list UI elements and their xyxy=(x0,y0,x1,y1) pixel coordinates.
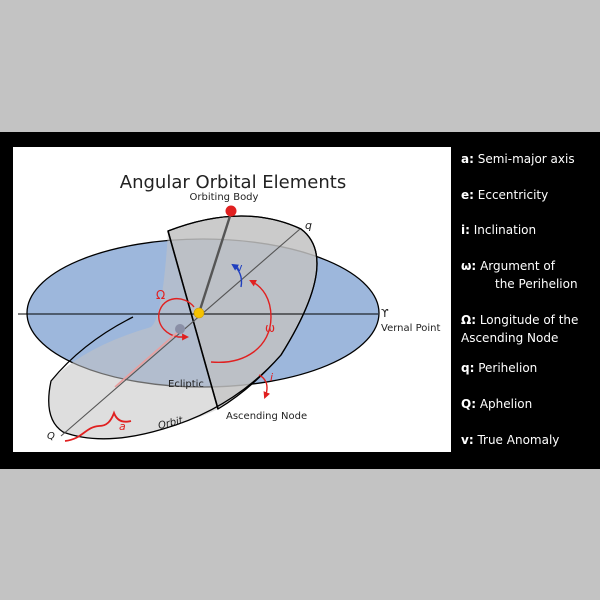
omega-lower-label: ω xyxy=(265,321,275,335)
diagram-panel: Angular Orbital Elements Orbiting Body q… xyxy=(13,147,451,452)
line-of-nodes xyxy=(167,230,219,410)
legend-key: e: xyxy=(461,188,474,202)
legend-text: Perihelion xyxy=(478,361,538,375)
legend-key: v: xyxy=(461,433,474,447)
legend-text: True Anomaly xyxy=(477,433,560,447)
legend-text: Semi-major axis xyxy=(477,152,575,166)
orbit-plane-lower xyxy=(48,231,218,439)
legend-item: Q: Aphelion xyxy=(461,395,597,413)
nu-label: v xyxy=(236,261,243,274)
legend-key: ω: xyxy=(461,259,477,273)
perihelion-label: q xyxy=(305,219,312,232)
legend-key: a: xyxy=(461,152,474,166)
legend-item: a: Semi-major axis xyxy=(461,150,597,168)
orbiting-body xyxy=(225,205,237,217)
legend-text: Inclination xyxy=(473,223,537,237)
legend-text: Eccentricity xyxy=(477,188,549,202)
omega-upper-label: Ω xyxy=(156,288,165,302)
aries-symbol: ϒ xyxy=(381,307,389,320)
legend-item: v: True Anomaly xyxy=(461,431,597,449)
radius-vector xyxy=(197,212,233,314)
nu-arc xyxy=(231,263,243,288)
legend-key: q: xyxy=(461,361,475,375)
semi-major-axis-label: a xyxy=(119,420,126,433)
legend-text: Aphelion xyxy=(479,397,533,411)
omega-lower-arc xyxy=(210,280,272,363)
legend-key: Ω: xyxy=(461,313,476,327)
legend-item: ω: Argument of the Perihelion xyxy=(461,257,597,293)
inclination-arc xyxy=(258,374,271,399)
semi-major-axis-brace xyxy=(64,410,132,442)
sun xyxy=(193,307,205,319)
legend-text: Argument of xyxy=(480,259,555,273)
orbiting-body-label: Orbiting Body xyxy=(190,192,259,203)
legend-item: Ω: Longitude of the Ascending Node xyxy=(461,311,597,347)
figure-frame: Angular Orbital Elements Orbiting Body q… xyxy=(0,132,600,469)
ecliptic-label: Ecliptic xyxy=(168,379,204,390)
legend-item: q: Perihelion xyxy=(461,359,597,377)
legend-key: Q: xyxy=(461,397,476,411)
orbit-outline xyxy=(48,215,318,440)
legend-key: i: xyxy=(461,223,470,237)
orbital-elements-diagram: Angular Orbital Elements Orbiting Body q… xyxy=(18,172,440,442)
legend-item: i: Inclination xyxy=(461,221,597,239)
inclination-label: i xyxy=(270,371,273,384)
legend-item: e: Eccentricity xyxy=(461,186,597,204)
semi-major-axis-highlight xyxy=(114,330,180,388)
diagram-title: Angular Orbital Elements xyxy=(120,172,346,193)
vernal-point-label: Vernal Point xyxy=(381,323,440,334)
omega-upper-arc xyxy=(158,298,195,341)
legend-text: Longitude of the Ascending Node xyxy=(461,313,579,345)
aphelion-label: Q xyxy=(47,431,55,442)
legend-text-continued: the Perihelion xyxy=(495,277,578,291)
empty-focus xyxy=(175,324,185,334)
ascending-node-label: Ascending Node xyxy=(226,411,307,422)
